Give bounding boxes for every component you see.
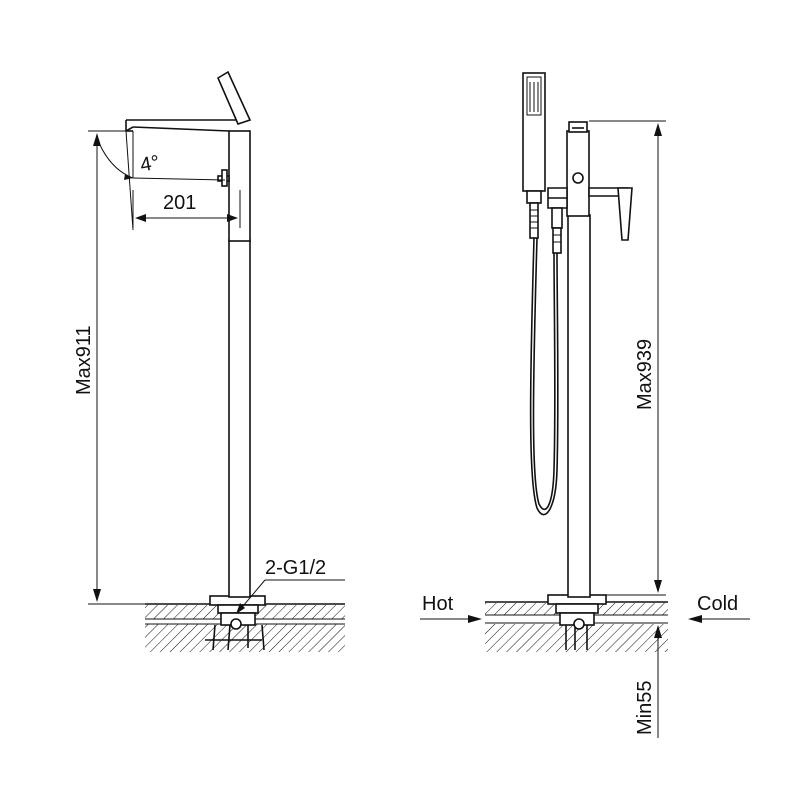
- cold-inlet-indicator: Cold: [688, 593, 750, 623]
- left-side-knob: [217, 169, 230, 187]
- hand-shower: [522, 72, 546, 239]
- left-height-dimension: Max911: [73, 130, 145, 605]
- left-height-label: Max911: [73, 325, 95, 395]
- handshower-holder: [547, 187, 568, 209]
- left-side-view: 4° 201 Max911 2-G1/2: [73, 70, 345, 652]
- right-height-dimension: Max939: [589, 120, 666, 596]
- right-base-flange: [547, 594, 607, 650]
- thread-leader: 2-G1/2: [236, 557, 345, 614]
- hot-label: Hot: [422, 593, 454, 615]
- right-front-view: Max939 Min55 Hot Cold: [420, 72, 750, 738]
- hot-inlet-indicator: Hot: [420, 593, 482, 623]
- left-lever-handle: [216, 70, 252, 125]
- right-lever-handle: [588, 187, 633, 241]
- right-height-label: Max939: [634, 339, 656, 410]
- left-spout: [125, 119, 250, 132]
- right-body-block: [566, 121, 590, 217]
- shower-hose: [529, 237, 559, 516]
- thread-label: 2-G1/2: [265, 557, 326, 579]
- spout-reach-dimension: 201: [132, 190, 241, 228]
- hose-connector: [551, 207, 563, 254]
- left-body-block: [228, 130, 251, 242]
- min-depth-dimension: Min55: [634, 622, 666, 738]
- right-column: [567, 214, 591, 598]
- cold-label: Cold: [697, 593, 738, 615]
- angle-annotation: 4°: [88, 130, 226, 231]
- left-column: [228, 239, 251, 598]
- angle-label: 4°: [139, 152, 162, 177]
- min-depth-label: Min55: [634, 681, 656, 735]
- shower-hose-inner: [532, 237, 556, 511]
- spout-reach-label: 201: [163, 192, 196, 214]
